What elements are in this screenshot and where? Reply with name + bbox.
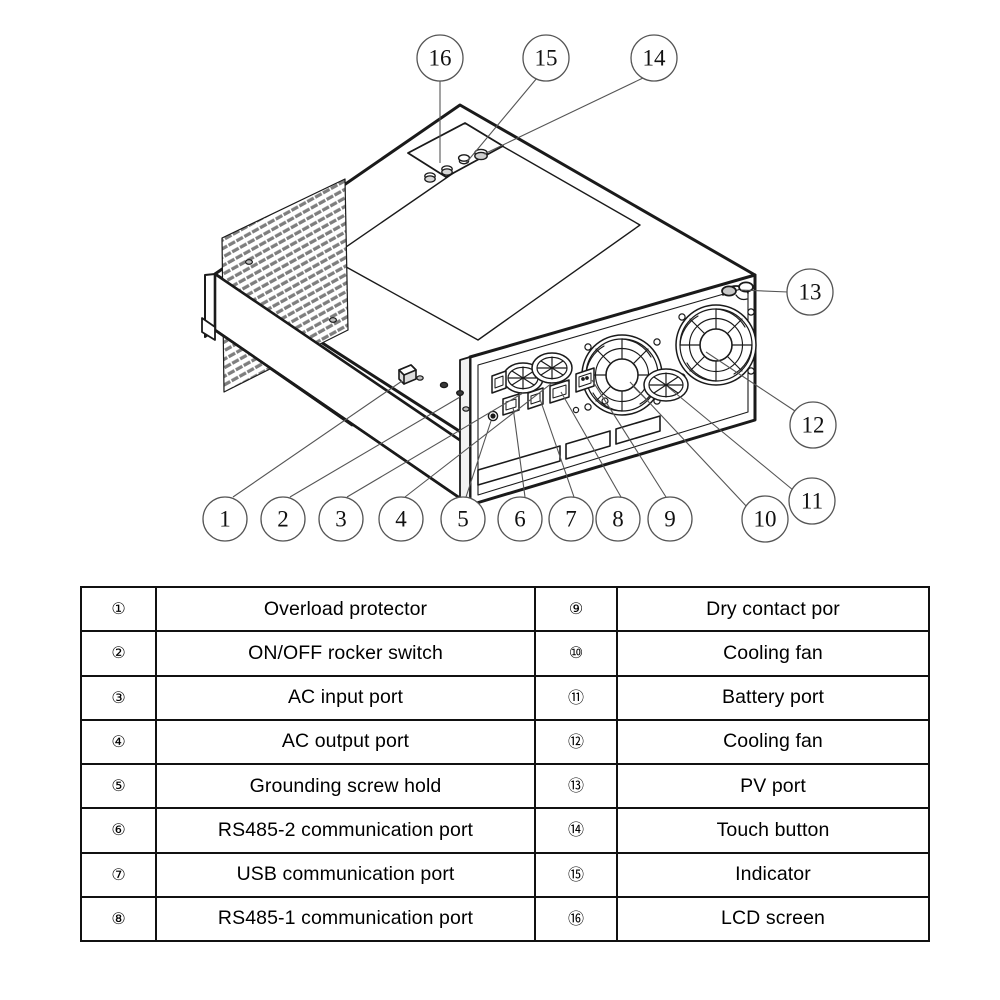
callout-1[interactable]: 1 bbox=[202, 496, 248, 542]
legend-number-right: ⑬ bbox=[534, 762, 618, 810]
svg-text:7: 7 bbox=[565, 507, 577, 532]
legend-label-left: RS485-1 communication port bbox=[155, 895, 536, 943]
legend-label-left: RS485-2 communication port bbox=[155, 807, 536, 854]
chassis-screws bbox=[245, 259, 470, 412]
legend-label-right: Cooling fan bbox=[616, 718, 930, 766]
callout-bubbles: 1 2 3 4 5 6 7 8 9 10 11 12 13 14 15 16 bbox=[202, 34, 837, 543]
legend-number-right: ⑪ bbox=[534, 674, 618, 721]
legend-number-left: ① bbox=[80, 585, 157, 633]
legend-label-left: USB communication port bbox=[155, 851, 536, 898]
touch-buttons[interactable] bbox=[457, 148, 488, 162]
dry-contact-port bbox=[575, 367, 595, 393]
callout-6[interactable]: 6 bbox=[497, 496, 543, 542]
legend-label-left: Overload protector bbox=[155, 585, 536, 633]
svg-text:5: 5 bbox=[457, 507, 469, 532]
callout-4[interactable]: 4 bbox=[378, 496, 424, 542]
leader-lines bbox=[232, 77, 796, 509]
front-bottom-lip bbox=[477, 415, 661, 486]
legend-label-left: AC input port bbox=[155, 674, 536, 721]
svg-text:12: 12 bbox=[802, 413, 825, 438]
side-port bbox=[491, 370, 507, 394]
overload-protector[interactable] bbox=[398, 364, 417, 385]
svg-text:11: 11 bbox=[801, 489, 823, 514]
pv-port bbox=[721, 281, 754, 301]
svg-text:2: 2 bbox=[277, 507, 289, 532]
lcd-screen bbox=[407, 122, 504, 178]
callout-5[interactable]: 5 bbox=[440, 496, 486, 542]
callout-11[interactable]: 11 bbox=[788, 477, 836, 525]
legend-label-left: AC output port bbox=[155, 718, 536, 766]
mounting-foot-left bbox=[201, 317, 216, 341]
legend-label-right: Battery port bbox=[616, 674, 930, 721]
svg-text:4: 4 bbox=[395, 507, 407, 532]
legend-number-right: ⑫ bbox=[534, 718, 618, 766]
callout-9[interactable]: 9 bbox=[647, 496, 693, 542]
svg-text:6: 6 bbox=[514, 507, 526, 532]
legend-number-right: ⑮ bbox=[534, 851, 618, 898]
svg-text:9: 9 bbox=[664, 507, 676, 532]
callout-2[interactable]: 2 bbox=[260, 496, 306, 542]
svg-text:16: 16 bbox=[429, 46, 452, 71]
rocker-switch[interactable] bbox=[439, 381, 464, 397]
callout-7[interactable]: 7 bbox=[548, 496, 594, 542]
callout-13[interactable]: 13 bbox=[786, 268, 834, 316]
callout-14[interactable]: 14 bbox=[630, 34, 678, 82]
callout-8[interactable]: 8 bbox=[595, 496, 641, 542]
svg-text:13: 13 bbox=[799, 280, 822, 305]
legend-number-left: ④ bbox=[80, 718, 157, 766]
legend-number-left: ⑥ bbox=[80, 807, 157, 854]
legend-number-left: ⑤ bbox=[80, 762, 157, 810]
legend-label-right: Cooling fan bbox=[616, 630, 930, 677]
rs485-2-port bbox=[502, 393, 520, 416]
legend-label-left: ON/OFF rocker switch bbox=[155, 630, 536, 677]
svg-text:8: 8 bbox=[612, 507, 624, 532]
callout-3[interactable]: 3 bbox=[318, 496, 364, 542]
legend-label-right: Dry contact por bbox=[616, 585, 930, 633]
callout-16[interactable]: 16 bbox=[416, 34, 464, 82]
legend-label-left: Grounding screw hold bbox=[155, 762, 536, 810]
legend-label-right: LCD screen bbox=[616, 895, 930, 943]
legend-number-right: ⑩ bbox=[534, 630, 618, 677]
svg-text:10: 10 bbox=[754, 507, 777, 532]
grounding-screw-hole bbox=[487, 410, 499, 422]
svg-text:15: 15 bbox=[535, 46, 558, 71]
cooling-fan-grille-2 bbox=[675, 304, 757, 386]
ac-output-terminal bbox=[531, 352, 573, 384]
legend-number-left: ② bbox=[80, 630, 157, 677]
callout-15[interactable]: 15 bbox=[522, 34, 570, 82]
legend-number-left: ⑧ bbox=[80, 895, 157, 943]
svg-text:1: 1 bbox=[219, 507, 231, 532]
battery-port bbox=[643, 368, 689, 402]
legend-number-left: ⑦ bbox=[80, 851, 157, 898]
legend-number-left: ③ bbox=[80, 674, 157, 721]
legend-number-right: ⑨ bbox=[534, 585, 618, 633]
legend-number-right: ⑭ bbox=[534, 807, 618, 854]
legend-number-right: ⑯ bbox=[534, 895, 618, 943]
legend-label-right: Indicator bbox=[616, 851, 930, 898]
svg-text:3: 3 bbox=[335, 507, 347, 532]
callout-12[interactable]: 12 bbox=[789, 401, 837, 449]
callout-10[interactable]: 10 bbox=[741, 495, 789, 543]
legend-label-right: Touch button bbox=[616, 807, 930, 854]
svg-text:14: 14 bbox=[643, 46, 667, 71]
inverter-diagram: 1 2 3 4 5 6 7 8 9 10 11 12 13 14 15 16 bbox=[201, 34, 837, 543]
legend-label-right: PV port bbox=[616, 762, 930, 810]
